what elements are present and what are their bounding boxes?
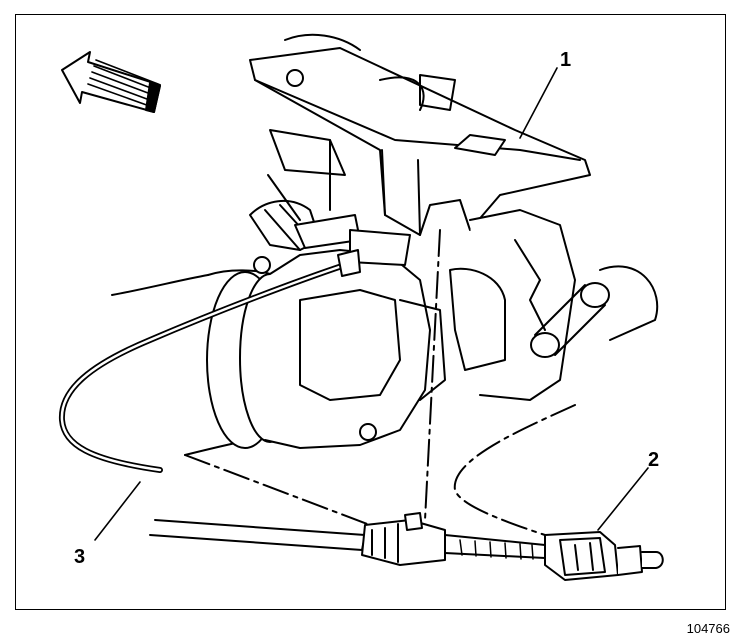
hidden-lines <box>184 229 576 536</box>
throttle-body <box>249 199 446 449</box>
figure-frame <box>15 14 726 610</box>
cable-bracket <box>249 33 591 236</box>
callout-1: 1 <box>560 49 571 71</box>
cable-connector <box>544 531 664 581</box>
throttle-lever <box>267 129 659 401</box>
callout-3: 3 <box>74 546 85 568</box>
figure-number: 104766 <box>686 621 730 636</box>
leader-lines <box>94 67 649 541</box>
callout-2: 2 <box>648 449 659 471</box>
cable-sheath <box>149 512 546 566</box>
front-arrow-icon <box>61 51 161 113</box>
accelerator-cable <box>58 249 361 473</box>
